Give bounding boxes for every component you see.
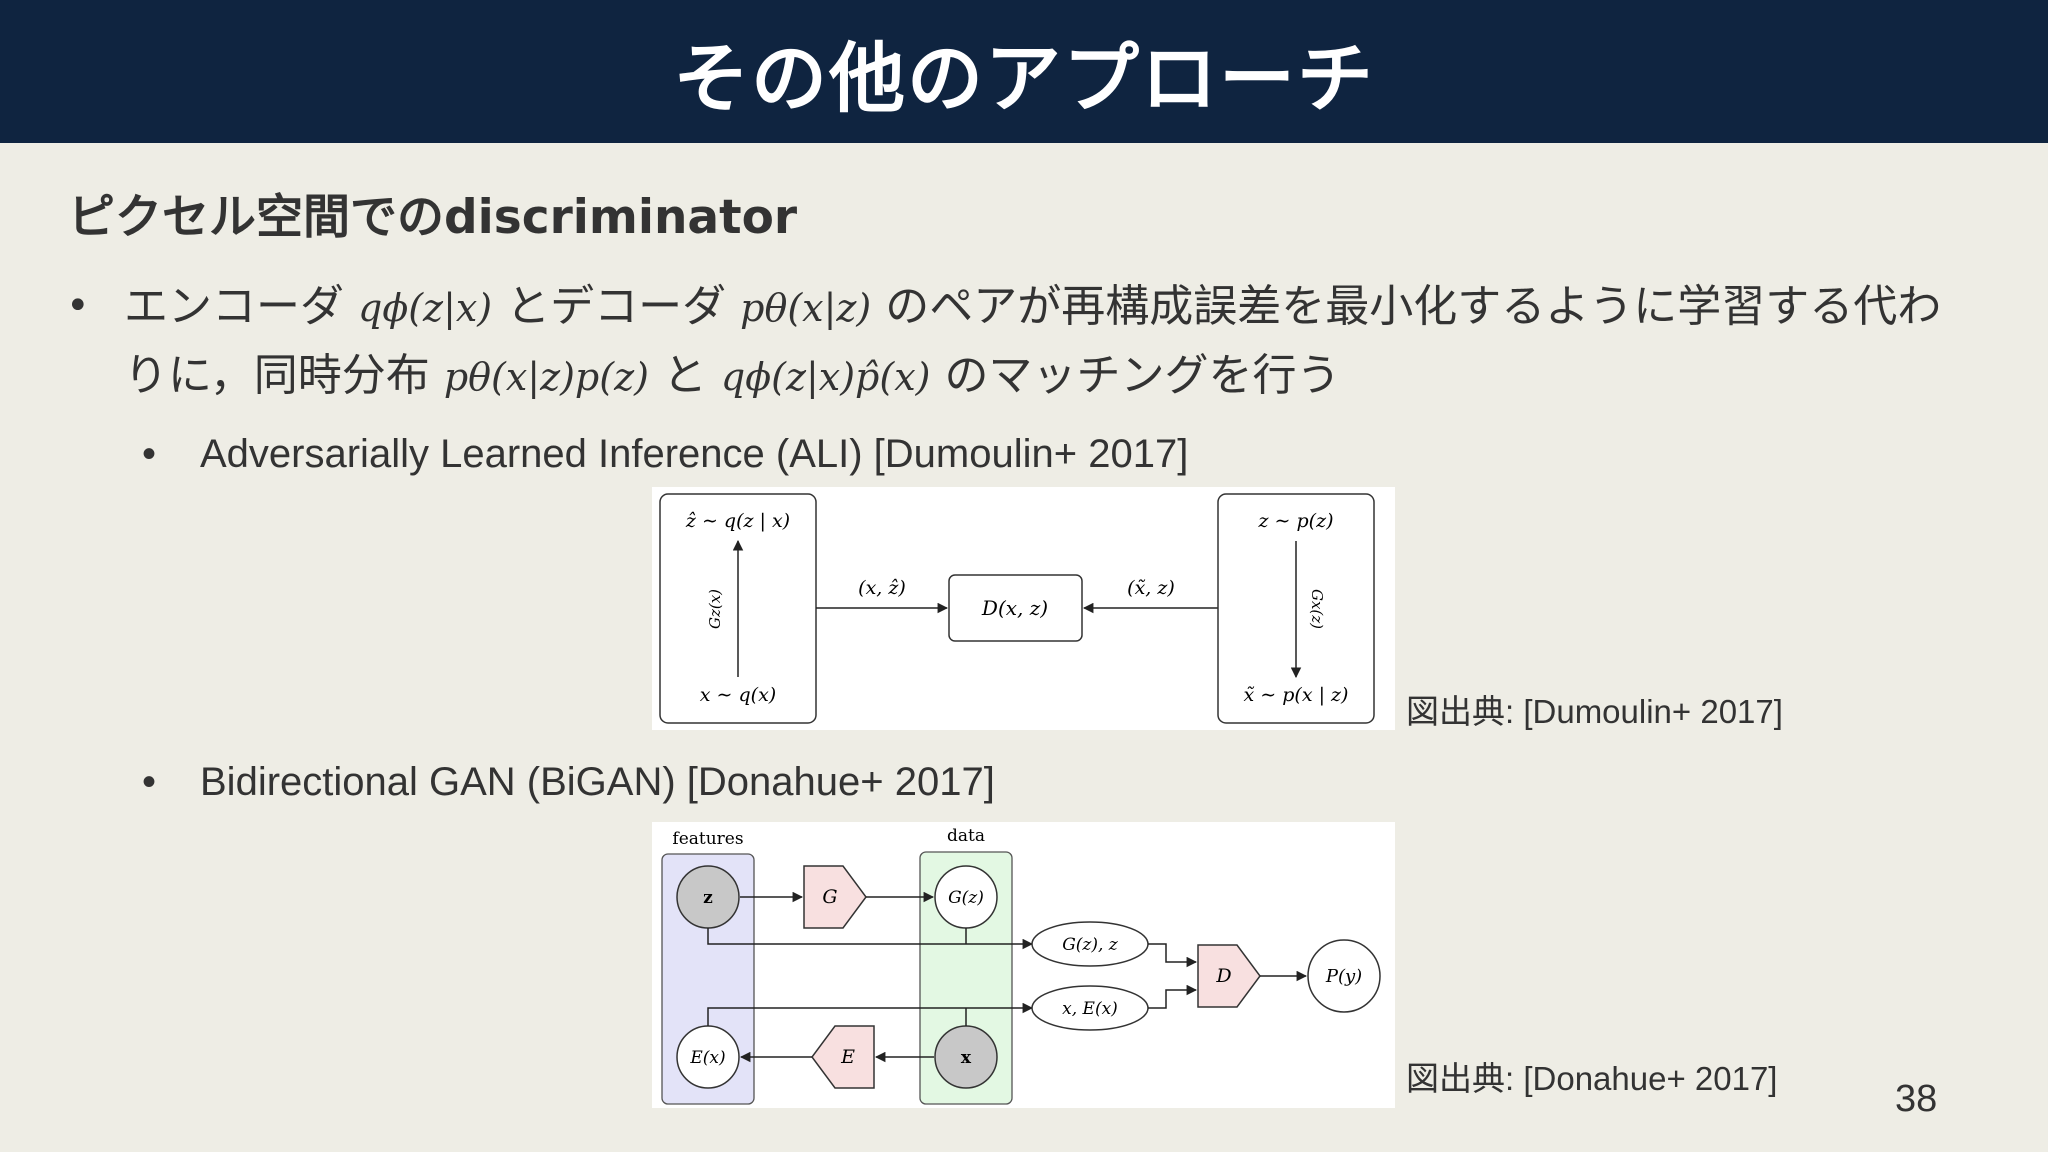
label-left-edge: (x, ẑ): [858, 577, 906, 599]
bullet-dot: •: [66, 283, 90, 329]
discriminator-label: D: [1215, 965, 1231, 987]
ex-node-label: E(x): [689, 1048, 725, 1068]
generator-shape: [803, 865, 867, 929]
label-right-edge: (x̃, z): [1127, 577, 1175, 599]
bullet-text: りに，同時分布: [124, 350, 430, 401]
py-node: [1307, 939, 1381, 1013]
slide-title: その他のアプローチ: [673, 33, 1375, 123]
pair2-label: x, E(x): [1062, 999, 1118, 1019]
sub-bullet-text: Adversarially Learned Inference (ALI) [D…: [200, 432, 1189, 476]
figure2-caption: 図出典: [Donahue+ 2017]: [1406, 1060, 1778, 1097]
page-number: 38: [1895, 1078, 1938, 1120]
data-label: data: [947, 826, 985, 846]
ali-diagram: ẑ ∼ q(z | x) x ∼ q(x) Gz(x) D(x, z) (x, …: [659, 493, 1375, 724]
pair1-to-d-arrow: [1148, 943, 1198, 968]
figure1-caption: 図出典: [Dumoulin+ 2017]: [1406, 693, 1783, 730]
bigan-diagram: features data z G G(z) x E E(x) G(z), z: [661, 826, 1381, 1105]
bigan-figure: features data z G G(z) x E E(x) G(z), z: [652, 822, 1395, 1108]
features-label: features: [672, 829, 743, 849]
pair2-to-d-arrow: [1148, 984, 1198, 1009]
bullet-text: のペアが再構成誤差を最小化するように学習する代わ: [885, 281, 1942, 332]
label-gz: Gz(x): [706, 589, 724, 629]
pair1-label: G(z), z: [1062, 935, 1119, 955]
math-decoder: pθ(x|z): [740, 286, 872, 330]
bullet-text: エンコーダ: [124, 281, 344, 332]
discriminator-shape: [1197, 944, 1261, 1008]
z-to-pair-line: [707, 928, 1032, 945]
encoder-label: E: [840, 1046, 855, 1068]
main-bullet-line-1: エンコーダ qϕ(z|x) とデコーダ pθ(x|z) のペアが再構成誤差を最小…: [124, 272, 1941, 343]
label-gx: Gx(z): [1308, 589, 1326, 629]
encoder-shape: [811, 1025, 875, 1089]
discriminator-box: [948, 574, 1083, 642]
gz-node-label: G(z): [948, 888, 984, 908]
ali-figure: ẑ ∼ q(z | x) x ∼ q(x) Gz(x) D(x, z) (x, …: [652, 487, 1395, 730]
label-x-tilde: x̃ ∼ p(x | z): [1244, 684, 1349, 706]
sub-bullet-ali: • Adversarially Learned Inference (ALI) […: [142, 432, 1188, 477]
bullet-dot: •: [142, 432, 157, 476]
main-bullet-line-2: りに，同時分布 pθ(x|z)p(z) と qϕ(z|x)p̂(x) のマッチン…: [124, 341, 1340, 412]
sub-bullet-text: Bidirectional GAN (BiGAN) [Donahue+ 2017…: [200, 760, 995, 804]
bullet-text: とデコーダ: [506, 281, 727, 332]
z-node-label: z: [703, 888, 713, 908]
bullet-text: と: [662, 350, 707, 401]
bullet-dot: •: [142, 760, 157, 804]
x-node-label: x: [961, 1048, 972, 1068]
math-joint-q: qϕ(z|x)p̂(x): [720, 355, 931, 399]
bullet-text: のマッチングを行う: [944, 350, 1341, 401]
label-x-data: x ∼ q(x): [700, 684, 776, 706]
py-node-label: P(y): [1325, 966, 1362, 987]
slide-heading: ピクセル空間でのdiscriminator: [68, 190, 798, 245]
math-encoder: qϕ(z|x): [358, 286, 493, 330]
label-d: D(x, z): [981, 596, 1048, 620]
math-joint-p: pθ(x|z)p(z): [443, 355, 649, 399]
title-bar: その他のアプローチ: [0, 0, 2048, 143]
sub-bullet-bigan: • Bidirectional GAN (BiGAN) [Donahue+ 201…: [142, 760, 995, 805]
generator-label: G: [822, 886, 837, 908]
label-z-prior: z ∼ p(z): [1257, 510, 1333, 532]
label-z-hat: ẑ ∼ q(z | x): [685, 510, 790, 532]
ex-to-pair-line: [707, 1007, 1032, 1026]
